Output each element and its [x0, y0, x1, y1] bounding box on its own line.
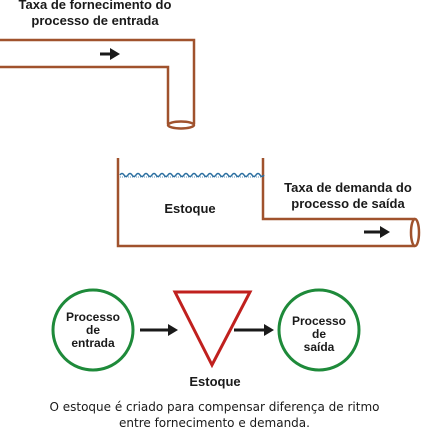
output-process-label: Processo de saída — [282, 315, 356, 354]
inventory-triangle — [172, 290, 253, 369]
input-process-label-line3: entrada — [71, 336, 115, 350]
inventory-tank — [116, 158, 421, 248]
caption-line2: entre fornecimento e demanda. — [119, 416, 310, 430]
input-process-circle — [51, 288, 135, 372]
input-flow-arrow — [100, 48, 120, 60]
supply-rate-label-line1: Taxa de fornecimento do — [18, 0, 172, 12]
demand-rate-label: Taxa de demanda do processo de saída — [268, 180, 428, 212]
input-process-label-line1: Processo — [65, 310, 121, 324]
input-pipe — [0, 38, 196, 130]
supply-rate-label-line2: processo de entrada — [31, 13, 159, 28]
water-surface — [119, 172, 265, 178]
demand-rate-label-line1: Taxa de demanda do — [284, 180, 412, 195]
input-process-label: Processo de entrada — [56, 311, 130, 350]
input-process-label-line2: de — [85, 323, 100, 337]
supply-rate-label: Taxa de fornecimento do processo de entr… — [0, 0, 190, 29]
caption-line1: O estoque é criado para compensar difere… — [49, 400, 380, 414]
arrow-to-output-process — [234, 324, 274, 336]
output-process-label-line1: Processo — [291, 314, 347, 328]
output-process-label-line2: de — [311, 327, 326, 341]
output-process-label-line3: saída — [303, 340, 335, 354]
tank-label: Estoque — [164, 201, 216, 216]
inventory-label: Estoque — [189, 374, 241, 389]
output-process-circle — [277, 288, 361, 372]
output-flow-arrow — [364, 226, 390, 238]
demand-rate-label-line2: processo de saída — [291, 196, 405, 211]
arrow-to-inventory — [140, 324, 178, 336]
caption: O estoque é criado para compensar difere… — [0, 399, 429, 431]
